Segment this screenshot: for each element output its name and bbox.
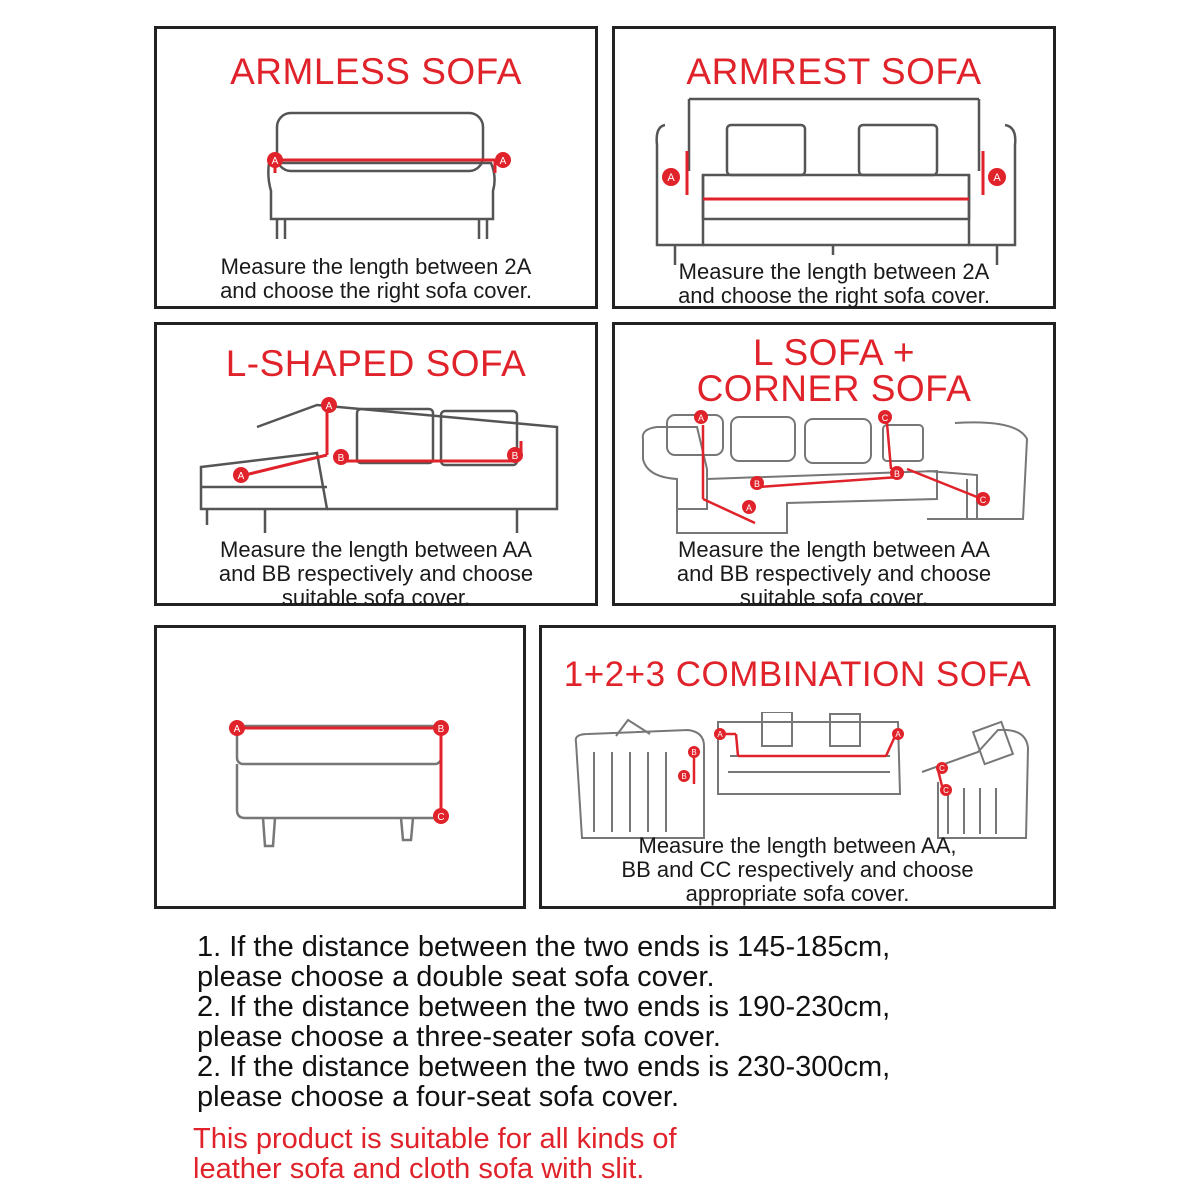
ottoman-illustration: A B C [229, 720, 449, 848]
svg-text:B: B [754, 479, 760, 489]
marker-a-bottom: A [742, 500, 756, 514]
svg-text:A: A [717, 730, 723, 739]
svg-text:A: A [895, 730, 901, 739]
marker-b-right: B [890, 466, 904, 480]
marker-a-left: A [714, 728, 726, 740]
panel-caption: Measure the length between 2A and choose… [678, 259, 990, 308]
svg-text:A: A [698, 413, 704, 423]
svg-text:B: B [338, 453, 345, 464]
l-shaped-sofa-illustration: A A B B [199, 397, 559, 533]
svg-text:A: A [326, 401, 333, 412]
panel-caption: Measure the length between AA and BB res… [676, 537, 992, 610]
panel-caption: Measure the length between AA and BB res… [218, 537, 534, 610]
marker-c-top: C [936, 762, 948, 774]
svg-text:C: C [943, 786, 949, 795]
svg-text:B: B [512, 451, 519, 462]
marker-c-bottom: C [940, 784, 952, 796]
marker-a-left: A [267, 152, 283, 168]
marker-c-right: C [976, 492, 990, 506]
marker-b-left: B [333, 449, 349, 465]
size-note-2: 2. If the distance between the two ends … [197, 991, 891, 1053]
svg-text:A: A [238, 471, 245, 482]
svg-text:B: B [691, 748, 696, 757]
panel-armrest-sofa: ARMREST SOFA A A Measure the lengt [612, 26, 1056, 309]
panel-ottoman: A B C [154, 625, 526, 909]
marker-a-right: A [892, 728, 904, 740]
svg-text:B: B [894, 469, 900, 479]
suitability-warning: This product is suitable for all kinds o… [193, 1123, 677, 1185]
marker-b-right: B [507, 447, 523, 463]
svg-text:A: A [993, 172, 1001, 184]
svg-text:A: A [272, 156, 279, 167]
armless-sofa-illustration: A A [267, 111, 511, 239]
marker-b-left: B [750, 476, 764, 490]
marker-a-top: A [321, 397, 337, 413]
panel-armless-sofa: ARMLESS SOFA A A Measure the length betw… [154, 26, 598, 309]
panel-l-shaped-sofa: L-SHAPED SOFA A A B B [154, 322, 598, 610]
marker-b-top: B [688, 746, 700, 758]
panel-title: 1+2+3 COMBINATION SOFA [563, 655, 1032, 694]
panel-combination-sofa: 1+2+3 COMBINATION SOFA [539, 625, 1056, 909]
size-note-1: 1. If the distance between the two ends … [197, 931, 891, 993]
marker-b-top: B [433, 720, 449, 736]
armrest-sofa-illustration: A A [655, 97, 1017, 265]
marker-c-top: C [878, 410, 892, 424]
panel-caption: Measure the length between AA, BB and CC… [621, 833, 974, 906]
marker-a-right: A [495, 152, 511, 168]
svg-text:A: A [746, 503, 752, 513]
svg-text:C: C [980, 495, 987, 505]
marker-a: A [229, 720, 245, 736]
svg-text:B: B [681, 772, 686, 781]
marker-a-right: A [988, 168, 1006, 186]
svg-text:A: A [234, 724, 241, 735]
marker-a-top: A [694, 410, 708, 424]
svg-text:B: B [438, 724, 445, 735]
marker-a-left: A [233, 467, 249, 483]
svg-text:A: A [667, 172, 675, 184]
panel-l-corner-sofa: L SOFA + CORNER SOFA A A B [612, 322, 1056, 610]
marker-b-bottom: B [678, 770, 690, 782]
l-corner-sofa-illustration: A A B B C C [641, 410, 1029, 534]
size-note-3: 2. If the distance between the two ends … [197, 1051, 891, 1113]
marker-a-left: A [662, 168, 680, 186]
svg-text:C: C [939, 764, 945, 773]
svg-text:C: C [882, 413, 889, 423]
panel-caption: Measure the length between 2A and choose… [220, 254, 532, 303]
panel-title: L SOFA + CORNER SOFA [696, 332, 972, 409]
panel-title: ARMLESS SOFA [230, 51, 522, 92]
svg-text:C: C [437, 812, 444, 823]
combination-sofa-illustration: A A B B C C [574, 712, 1030, 839]
svg-text:A: A [500, 156, 507, 167]
panel-title: ARMREST SOFA [686, 51, 982, 92]
marker-c-bottom: C [433, 808, 449, 824]
panel-title: L-SHAPED SOFA [225, 343, 527, 384]
